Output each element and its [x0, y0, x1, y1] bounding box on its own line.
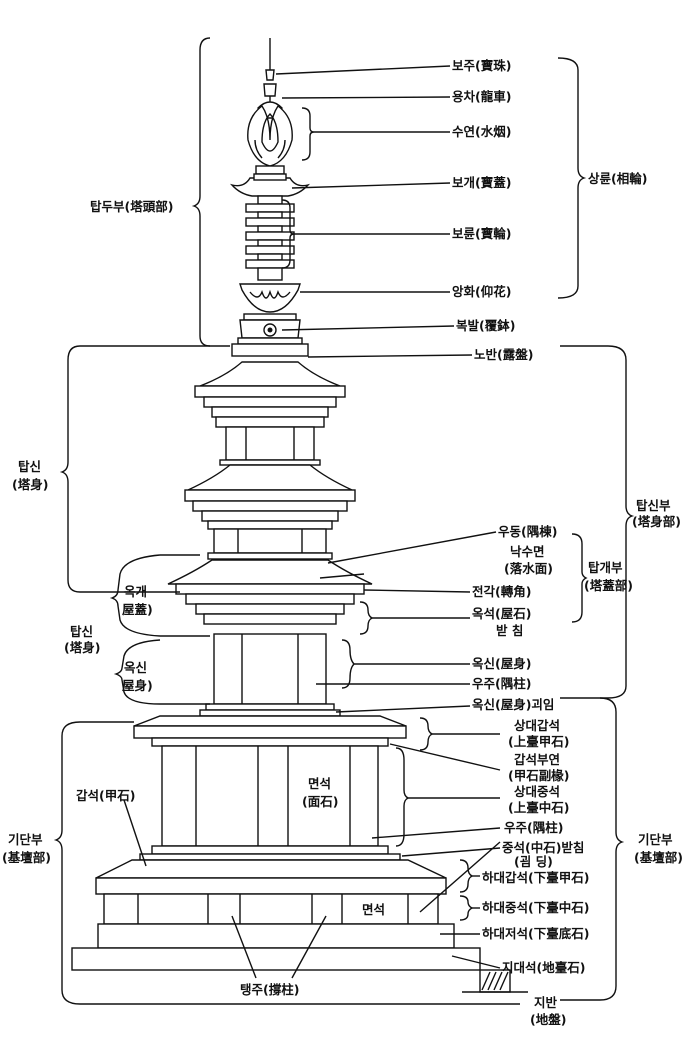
label-yongcha: 용차(龍車): [452, 89, 511, 104]
roof-tier-1: [194, 361, 346, 428]
label-gapseokbuyeon-1: 갑석부연: [514, 752, 560, 767]
label-gidanbu-left-1: 기단부: [8, 832, 43, 847]
lower-middle-stone: [103, 893, 439, 925]
roof-tier-2: [184, 464, 356, 530]
label-bokbal: 복발(覆鉢): [456, 318, 515, 333]
label-bachim: 받 침: [496, 623, 523, 638]
leader-lines: [53, 37, 635, 1005]
label-oksin-left-2: 屋身): [122, 678, 153, 693]
label-sangdaejungseok-2: (上臺中石): [508, 800, 569, 815]
label-tapdubu: 탑두부(塔頭部): [90, 199, 173, 214]
label-udong: 우동(隅棟): [498, 524, 557, 539]
label-tapsin-mid-1: 탑신: [70, 624, 93, 639]
label-bogae: 보개(寶蓋): [452, 175, 511, 190]
label-taengju: 탱주(撐柱): [240, 982, 299, 997]
bogae-canopy: [229, 165, 311, 197]
label-sangdaegapseok-1: 상대갑석: [514, 718, 560, 733]
label-gapseokbuyeon-2: (甲石副椽): [508, 768, 569, 783]
label-jeongak: 전각(轉角): [472, 584, 531, 599]
bokbal-bowl: [239, 313, 301, 339]
label-okseok: 옥석(屋石): [472, 606, 531, 621]
body-tier-2: [207, 528, 333, 560]
label-hadaegapseok: 하대갑석(下臺甲石): [482, 870, 589, 885]
label-gorong: (굄 딩): [514, 854, 553, 869]
label-gidanbu-left-2: (基壇部): [2, 850, 51, 865]
label-anghwa: 앙화(仰花): [452, 284, 511, 299]
label-gapseok: 갑석(甲石): [76, 788, 135, 803]
label-gidanbu-right-2: (基壇部): [634, 850, 683, 865]
anghwa-lotus: [239, 283, 301, 313]
label-tapsin-left-2: (塔身): [12, 477, 48, 492]
label-tapgaebu-1: 탑개부: [588, 560, 623, 575]
lower-base-stone: [97, 923, 455, 949]
label-sangdaegapseok-2: (上臺甲石): [508, 734, 569, 749]
label-jidaeseok: 지대석(地臺石): [502, 960, 585, 975]
roof-tier-3: [167, 559, 373, 625]
label-gidanbu-right-1: 기단부: [638, 832, 673, 847]
label-myeonseok-upper-1: 면석: [308, 776, 331, 791]
label-tapgaebu-2: (塔蓋部): [584, 578, 633, 593]
upper-middle-stone: [139, 745, 401, 861]
label-tapsin-left-1: 탑신: [18, 459, 41, 474]
label-hadaejungseok: 하대중석(下臺中石): [482, 900, 589, 915]
label-boju: 보주(寶珠): [452, 58, 511, 73]
label-tapsin-mid-2: (塔身): [64, 640, 100, 655]
label-myeonseok-upper-2: (面石): [302, 794, 338, 809]
label-suyeon: 수연(水烟): [452, 124, 511, 139]
label-okgae-1: 옥개: [124, 584, 147, 599]
label-hadaejeoseok: 하대저석(下臺底石): [482, 926, 589, 941]
label-uju-top: 우주(隅柱): [472, 676, 531, 691]
ground-stone: [71, 947, 528, 993]
label-tapsinbu-2: (塔身部): [632, 514, 681, 529]
body-tier-1: [219, 426, 321, 466]
boryun-rings: [245, 195, 295, 281]
label-sangryun: 상륜(相輪): [588, 171, 647, 186]
labels: 보주(寶珠) 용차(龍車) 수연(水烟) 보개(寶蓋) 상륜(相輪) 보륜(寶輪…: [2, 58, 683, 1027]
label-tapsinbu-1: 탑신부: [636, 498, 671, 513]
label-jiban-2: (地盤): [530, 1012, 566, 1027]
label-naksumyeon-2: (落水面): [504, 561, 553, 576]
label-jungseok-bachim: 중석(中石)받침: [502, 840, 584, 855]
lower-platform: [95, 859, 447, 895]
label-sangdaejungseok-1: 상대중석: [514, 784, 560, 799]
label-oksin-right: 옥신(屋身): [472, 656, 531, 671]
noban-dew-basin: [231, 337, 309, 357]
label-naksumyeon-1: 낙수면: [510, 544, 545, 559]
label-okgae-2: 屋蓋): [122, 602, 153, 617]
pagoda-drawing: [71, 38, 528, 993]
label-uju-bottom: 우주(隅柱): [504, 820, 563, 835]
body-tier-3: [199, 633, 341, 717]
label-boryun: 보륜(寶輪): [452, 226, 511, 241]
label-oksin-goeim: 옥신(屋身)괴임: [472, 697, 554, 712]
label-myeonseok-lower: 면석: [362, 902, 385, 917]
label-noban: 노반(露盤): [474, 347, 533, 362]
label-jiban-1: 지반: [534, 995, 558, 1010]
upper-platform: [133, 715, 407, 747]
label-oksin-left-1: 옥신: [124, 660, 147, 675]
suyeon-flame-ornament: [247, 104, 293, 167]
